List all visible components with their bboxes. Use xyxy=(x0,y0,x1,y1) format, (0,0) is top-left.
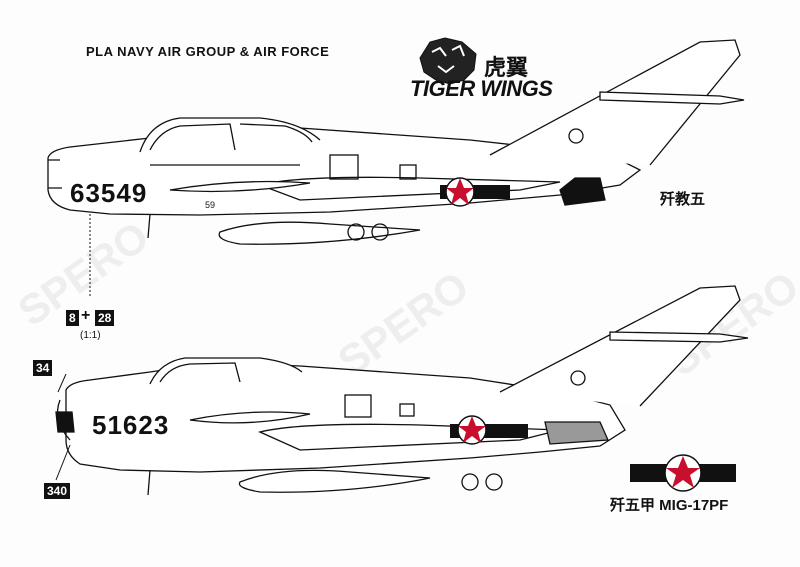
label-jj5: 歼教五 xyxy=(660,190,706,208)
leader-line xyxy=(55,444,71,481)
callout-34: 34 xyxy=(33,360,53,376)
leader-line xyxy=(57,373,67,393)
sheet-title: PLA NAVY AIR GROUP & AIR FORCE xyxy=(86,44,330,59)
aircraft-top-jj5 xyxy=(47,39,745,245)
serial-top: 63549 xyxy=(70,178,148,208)
stencil-right-number: 28 xyxy=(95,310,115,326)
insignia-star-bottom xyxy=(450,415,528,445)
caption-mig17pf: 歼五甲 MIG-17PF xyxy=(610,497,729,514)
stencil-plus: + xyxy=(81,307,91,324)
callout-340: 340 xyxy=(44,483,71,499)
aircraft-bottom-j5a xyxy=(55,285,749,496)
brand-english: TIGER WINGS xyxy=(410,76,553,101)
insignia-star-standalone xyxy=(630,454,736,492)
tiger-logo xyxy=(419,37,477,85)
stencil-left-number: 8 xyxy=(66,310,79,326)
small-number: 59 xyxy=(205,200,216,210)
serial-bottom: 51623 xyxy=(92,410,170,440)
brand-chinese: 虎翼 xyxy=(484,56,529,81)
insignia-star-top xyxy=(440,177,510,207)
stencil-scale: (1:1) xyxy=(80,330,101,341)
